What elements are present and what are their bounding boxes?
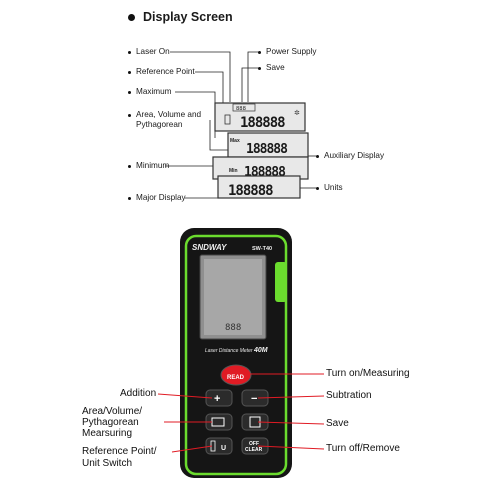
device-screen-inner — [204, 259, 262, 335]
device-screen-digits: 888 — [225, 323, 241, 333]
lcd-digits-1: 188888 — [240, 115, 285, 131]
label-turn-on: Turn on/Measuring — [326, 368, 410, 379]
label-area-volume-button: Area/Volume/ Pythagorean Mearsuring — [82, 406, 143, 439]
lcd-strip-4 — [217, 175, 301, 199]
lcd-counter-box — [232, 103, 256, 112]
label-minimum: Minimum — [128, 161, 169, 170]
lcd-max-tag: Max — [230, 138, 240, 144]
label-laser-on: Laser On — [128, 47, 170, 56]
read-button-label: READ — [227, 375, 245, 381]
subtract-key-label: − — [251, 393, 257, 405]
label-power-supply: Power Supply — [258, 47, 317, 56]
lcd-panel: 888 188888 ✲ Max 188888 Min 188888 18888… — [212, 102, 309, 199]
heading-text: Display Screen — [143, 10, 233, 24]
label-area-volume-pythagorean: Area, Volume and Pythagorean — [128, 110, 201, 130]
leader-save — [241, 67, 258, 102]
clear-key-label: CLEAR — [245, 447, 263, 453]
label-turn-off: Turn off/Remove — [326, 443, 400, 454]
bubble-level — [275, 262, 287, 302]
leader-area-volume — [209, 120, 228, 151]
label-save: Save — [258, 63, 285, 72]
button-callout-lines — [157, 373, 325, 453]
lcd-digits-2: 188888 — [246, 142, 288, 157]
label-units: Units — [316, 183, 343, 192]
heading-bullet — [128, 13, 135, 21]
label-major-display: Major Display — [128, 193, 186, 202]
page-heading: Display Screen — [128, 10, 233, 24]
read-button[interactable] — [220, 364, 252, 386]
lcd-leader-lines — [165, 51, 316, 199]
add-key-label: + — [214, 393, 220, 405]
description-text: Laser Distance Meter — [205, 348, 253, 354]
leader-reference-point — [195, 71, 224, 108]
callout-subtraction — [257, 395, 325, 399]
callout-turn-off — [257, 445, 325, 450]
callout-save — [257, 421, 325, 425]
laser-meter-device: SNDWAY SW-T40 888 Laser Distance Meter 4… — [180, 228, 292, 478]
label-auxiliary-display: Auxiliary Display — [316, 151, 384, 160]
lcd-min-tag: Min — [229, 168, 238, 174]
leader-power-supply — [247, 51, 258, 102]
callout-reference-unit — [171, 445, 213, 453]
label-addition: Addition — [120, 388, 157, 399]
label-subtraction: Subtration — [326, 390, 372, 401]
model-text: SW-T40 — [252, 246, 272, 252]
label-maximum: Maximum — [128, 87, 171, 96]
laser-rays-icon: ✲ — [294, 109, 300, 117]
lcd-digits-4: 188888 — [228, 183, 273, 199]
callout-addition — [157, 393, 213, 399]
label-reference-unit-button: Reference Point/ Unit Switch — [82, 446, 157, 469]
device-green-trim — [184, 234, 288, 476]
lcd-counter: 888 — [236, 106, 246, 112]
off-key-label: OFF — [249, 441, 259, 447]
reference-unit-key[interactable] — [205, 437, 233, 455]
battery-icon — [224, 114, 231, 125]
brand-logo-text: SNDWAY — [192, 243, 227, 252]
range-text: 40M — [253, 347, 268, 354]
unit-key-label: U — [221, 445, 226, 452]
leader-laser-on — [170, 51, 231, 102]
label-reference-point: Reference Point — [128, 67, 195, 76]
label-save-button: Save — [326, 418, 349, 429]
